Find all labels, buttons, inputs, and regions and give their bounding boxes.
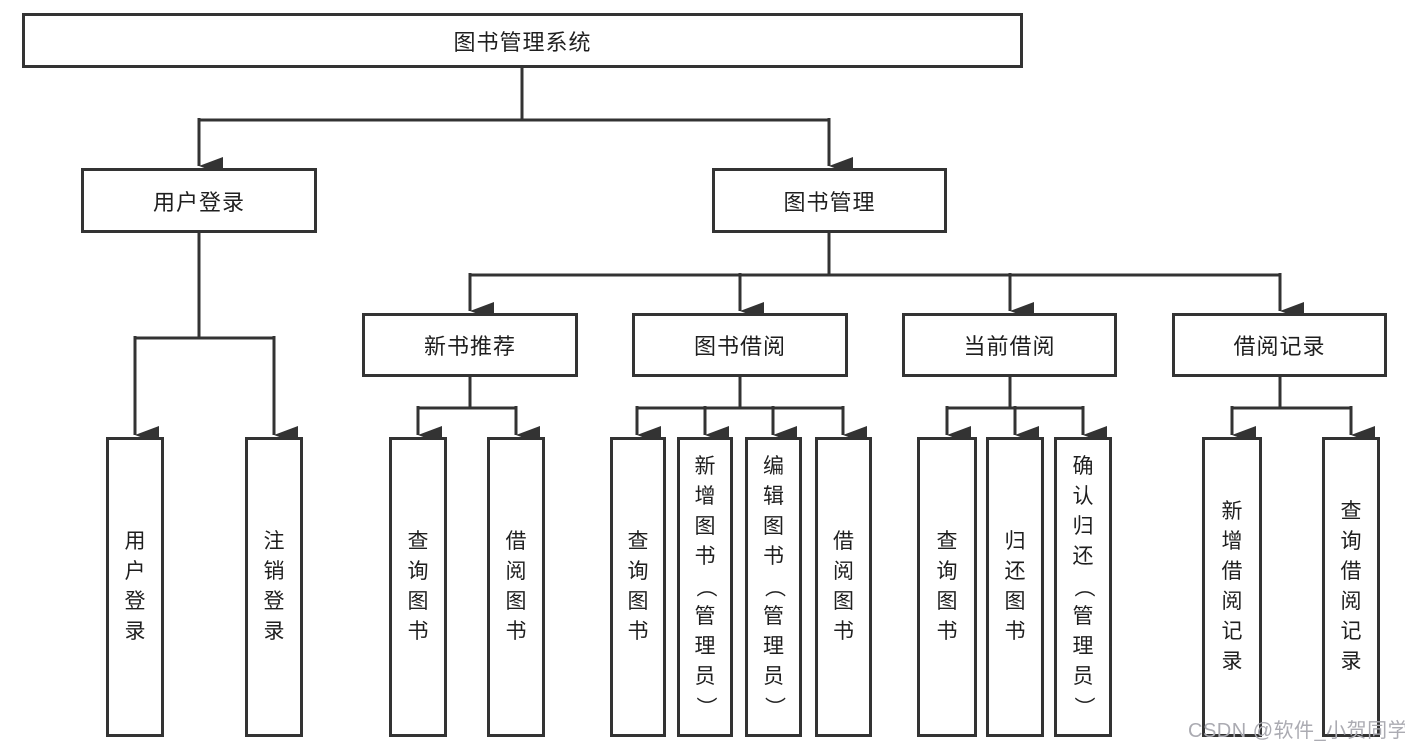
node-borrowing-records: 借阅记录 [1172,313,1387,377]
node-book-management: 图书管理 [712,168,947,233]
node-current-borrowing: 当前借阅 [902,313,1117,377]
watermark-text: CSDN @软件_小贺同学 [1188,720,1405,742]
leaf-return-books: 归还图书 [986,437,1044,737]
leaf-borrow-books-recommend: 借阅图书 [487,437,545,737]
leaf-borrow-books: 借阅图书 [815,437,872,737]
leaf-user-login: 用户登录 [106,437,164,737]
leaf-add-books-admin: 新增图书（管理员） [677,437,733,737]
leaf-add-borrow-record: 新增借阅记录 [1202,437,1262,737]
leaf-query-books-current: 查询图书 [917,437,977,737]
leaf-logout: 注销登录 [245,437,303,737]
leaf-query-borrow-record: 查询借阅记录 [1322,437,1380,737]
node-new-book-recommend: 新书推荐 [362,313,578,377]
node-book-borrowing: 图书借阅 [632,313,848,377]
node-root: 图书管理系统 [22,13,1023,68]
leaf-confirm-return-admin: 确认归还（管理员） [1054,437,1112,737]
leaf-query-books-recommend: 查询图书 [389,437,447,737]
leaf-edit-books-admin: 编辑图书（管理员） [745,437,802,737]
node-user-login: 用户登录 [81,168,317,233]
leaf-query-books-borrowing: 查询图书 [610,437,666,737]
